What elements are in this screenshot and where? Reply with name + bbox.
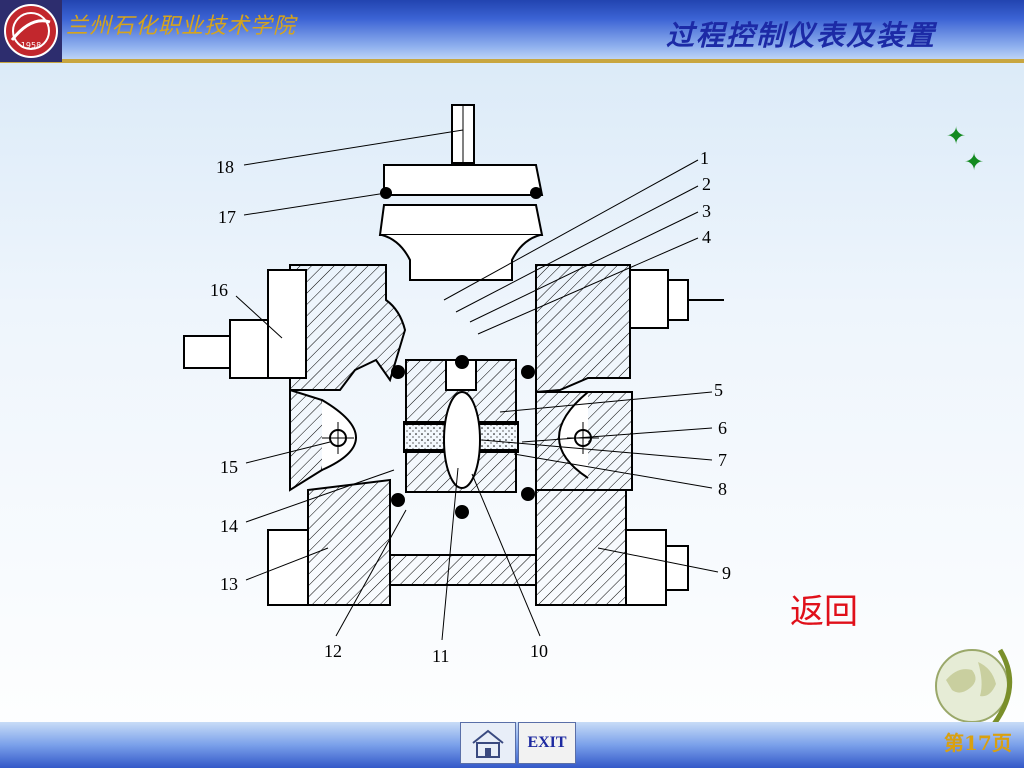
callout-label: 17 xyxy=(218,207,236,227)
header-bar xyxy=(0,0,1024,62)
exit-button[interactable]: EXIT xyxy=(518,722,576,764)
logo-block: 1958 xyxy=(0,0,62,62)
callout-label: 5 xyxy=(714,380,723,400)
callout-label: 14 xyxy=(220,516,238,536)
callout-label: 2 xyxy=(702,174,711,194)
school-logo-icon: 1958 xyxy=(4,4,58,58)
valve-cross-section-diagram: 1 2 3 4 5 6 7 8 9 10 11 12 13 14 15 16 1… xyxy=(183,104,731,666)
course-title: 过程控制仪表及装置 xyxy=(665,19,936,52)
sparkle-icon: ✦ xyxy=(946,122,967,150)
callout-label: 8 xyxy=(718,479,727,499)
callout-label: 16 xyxy=(210,280,228,300)
home-icon xyxy=(472,729,504,758)
callout-label: 10 xyxy=(530,641,548,661)
callout-label: 12 xyxy=(324,641,342,661)
header-divider xyxy=(0,59,1024,63)
callout-label: 13 xyxy=(220,574,238,594)
callout-label: 3 xyxy=(702,201,711,221)
callout-label: 6 xyxy=(718,418,727,438)
callout-label: 1 xyxy=(700,148,709,168)
callout-label: 15 xyxy=(220,457,238,477)
logo-year: 1958 xyxy=(21,41,41,50)
callout-label: 11 xyxy=(432,646,449,666)
callout-label: 7 xyxy=(718,450,727,470)
page-number: 第17页 xyxy=(944,731,1012,755)
sparkle-icon: ✦ xyxy=(964,148,985,176)
callout-label: 9 xyxy=(722,563,731,583)
callout-label: 4 xyxy=(702,227,711,247)
callout-label: 18 xyxy=(216,157,234,177)
school-name: 兰州石化职业技术学院 xyxy=(66,14,297,39)
home-button[interactable] xyxy=(460,722,516,764)
globe-icon xyxy=(935,648,1013,726)
return-link[interactable]: 返回 xyxy=(790,592,858,632)
